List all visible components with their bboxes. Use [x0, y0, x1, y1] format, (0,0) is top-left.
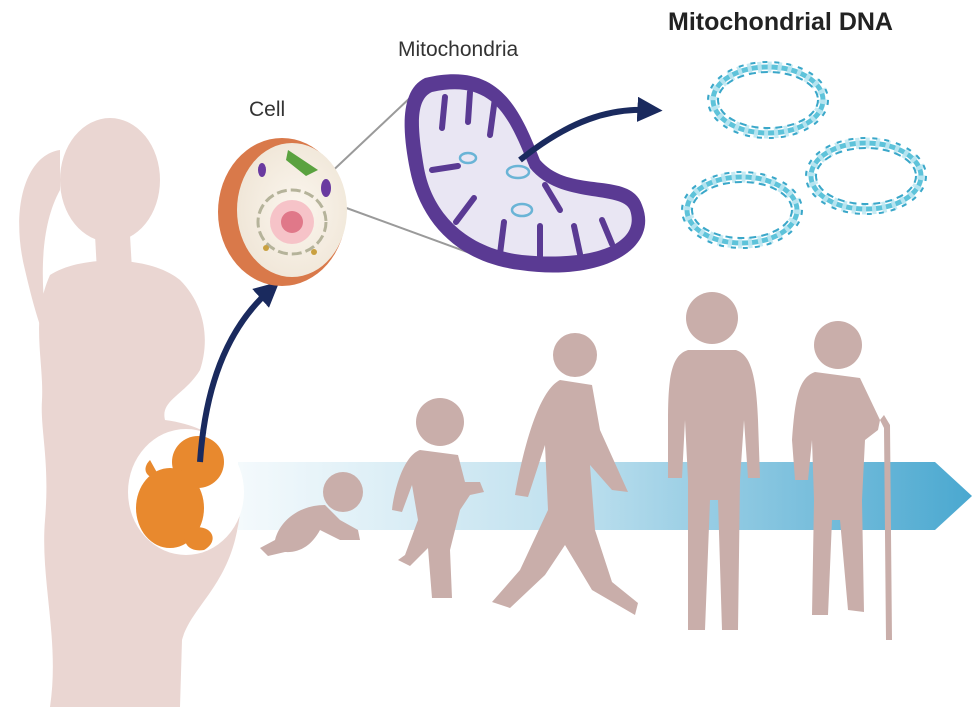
walking-teen-icon	[492, 333, 638, 615]
mitochondrial-dna-title: Mitochondrial DNA	[668, 8, 893, 36]
mitochondria-label: Mitochondria	[398, 38, 519, 61]
circular-dna-icon	[682, 62, 926, 248]
running-child-icon	[392, 398, 484, 598]
fetus-icon	[136, 436, 224, 551]
cell-label: Cell	[249, 98, 286, 121]
elderly-with-cane-icon	[792, 321, 892, 640]
arrow-mitochondrion-to-dna	[518, 96, 663, 163]
zoom-line-upper	[324, 95, 413, 179]
arrow-fetus-to-cell	[197, 281, 280, 463]
cell-cross-section-icon	[218, 138, 347, 286]
standing-adult-icon	[668, 292, 760, 630]
mitochondrion-icon	[404, 74, 646, 273]
zoom-line-lower	[329, 201, 479, 257]
crawling-baby-icon	[260, 472, 363, 556]
